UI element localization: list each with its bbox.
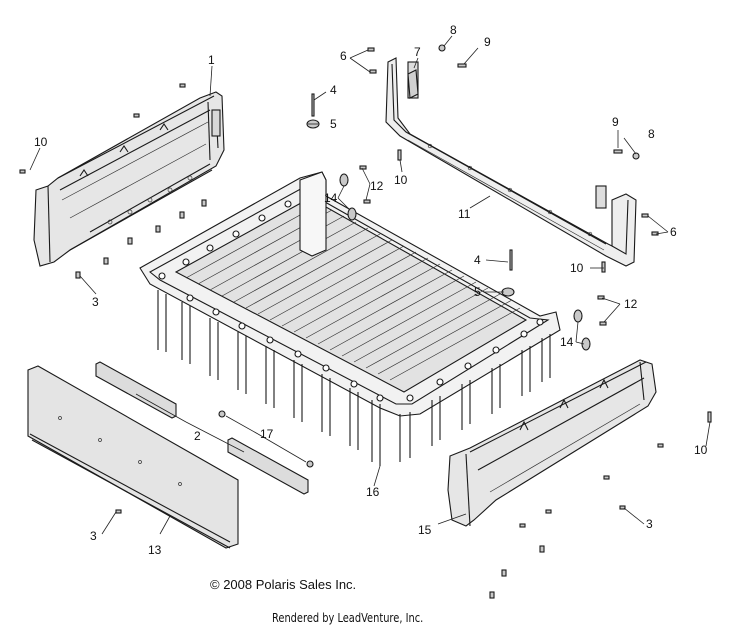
callout-9: 9 <box>484 35 491 49</box>
callout-5: 5 <box>474 285 481 299</box>
rear-frame-bracket <box>385 57 637 267</box>
foam-strips <box>95 361 309 495</box>
callout-10: 10 <box>694 443 708 457</box>
left-side-rail <box>33 91 225 267</box>
callout-8: 8 <box>450 23 457 37</box>
callout-14: 14 <box>560 335 574 349</box>
callout-10: 10 <box>34 135 48 149</box>
leader-lines <box>29 35 711 535</box>
callout-6: 6 <box>670 225 677 239</box>
callout-4: 4 <box>474 253 481 267</box>
callout-3: 3 <box>92 295 99 309</box>
callout-17: 17 <box>260 427 274 441</box>
rendered-by-credit: Rendered by LeadVenture, Inc. <box>272 611 424 625</box>
hardware <box>19 44 712 599</box>
callout-2: 2 <box>194 429 201 443</box>
callout-11: 11 <box>458 207 471 221</box>
callout-1: 1 <box>208 53 215 67</box>
callout-10: 10 <box>394 173 408 187</box>
callout-4: 4 <box>330 83 337 97</box>
callout-16: 16 <box>366 485 380 499</box>
right-side-rail <box>447 359 657 527</box>
callout-3: 3 <box>90 529 97 543</box>
cargo-box <box>139 171 561 466</box>
tailgate-panel <box>27 365 239 549</box>
callout-5: 5 <box>330 117 337 131</box>
callout-13: 13 <box>148 543 162 557</box>
callout-10: 10 <box>570 261 584 275</box>
callout-9: 9 <box>612 115 619 129</box>
callout-7: 7 <box>414 45 421 59</box>
callout-numbers: 1 2 3 3 3 4 4 5 5 6 6 7 8 8 9 9 10 10 10… <box>34 23 708 557</box>
callout-12: 12 <box>370 179 384 193</box>
copyright-notice: © 2008 Polaris Sales Inc. <box>210 577 357 592</box>
callout-8: 8 <box>648 127 655 141</box>
callout-14: 14 <box>324 191 338 205</box>
callout-12: 12 <box>624 297 638 311</box>
callout-3: 3 <box>646 517 653 531</box>
callout-15: 15 <box>418 523 432 537</box>
callout-6: 6 <box>340 49 347 63</box>
